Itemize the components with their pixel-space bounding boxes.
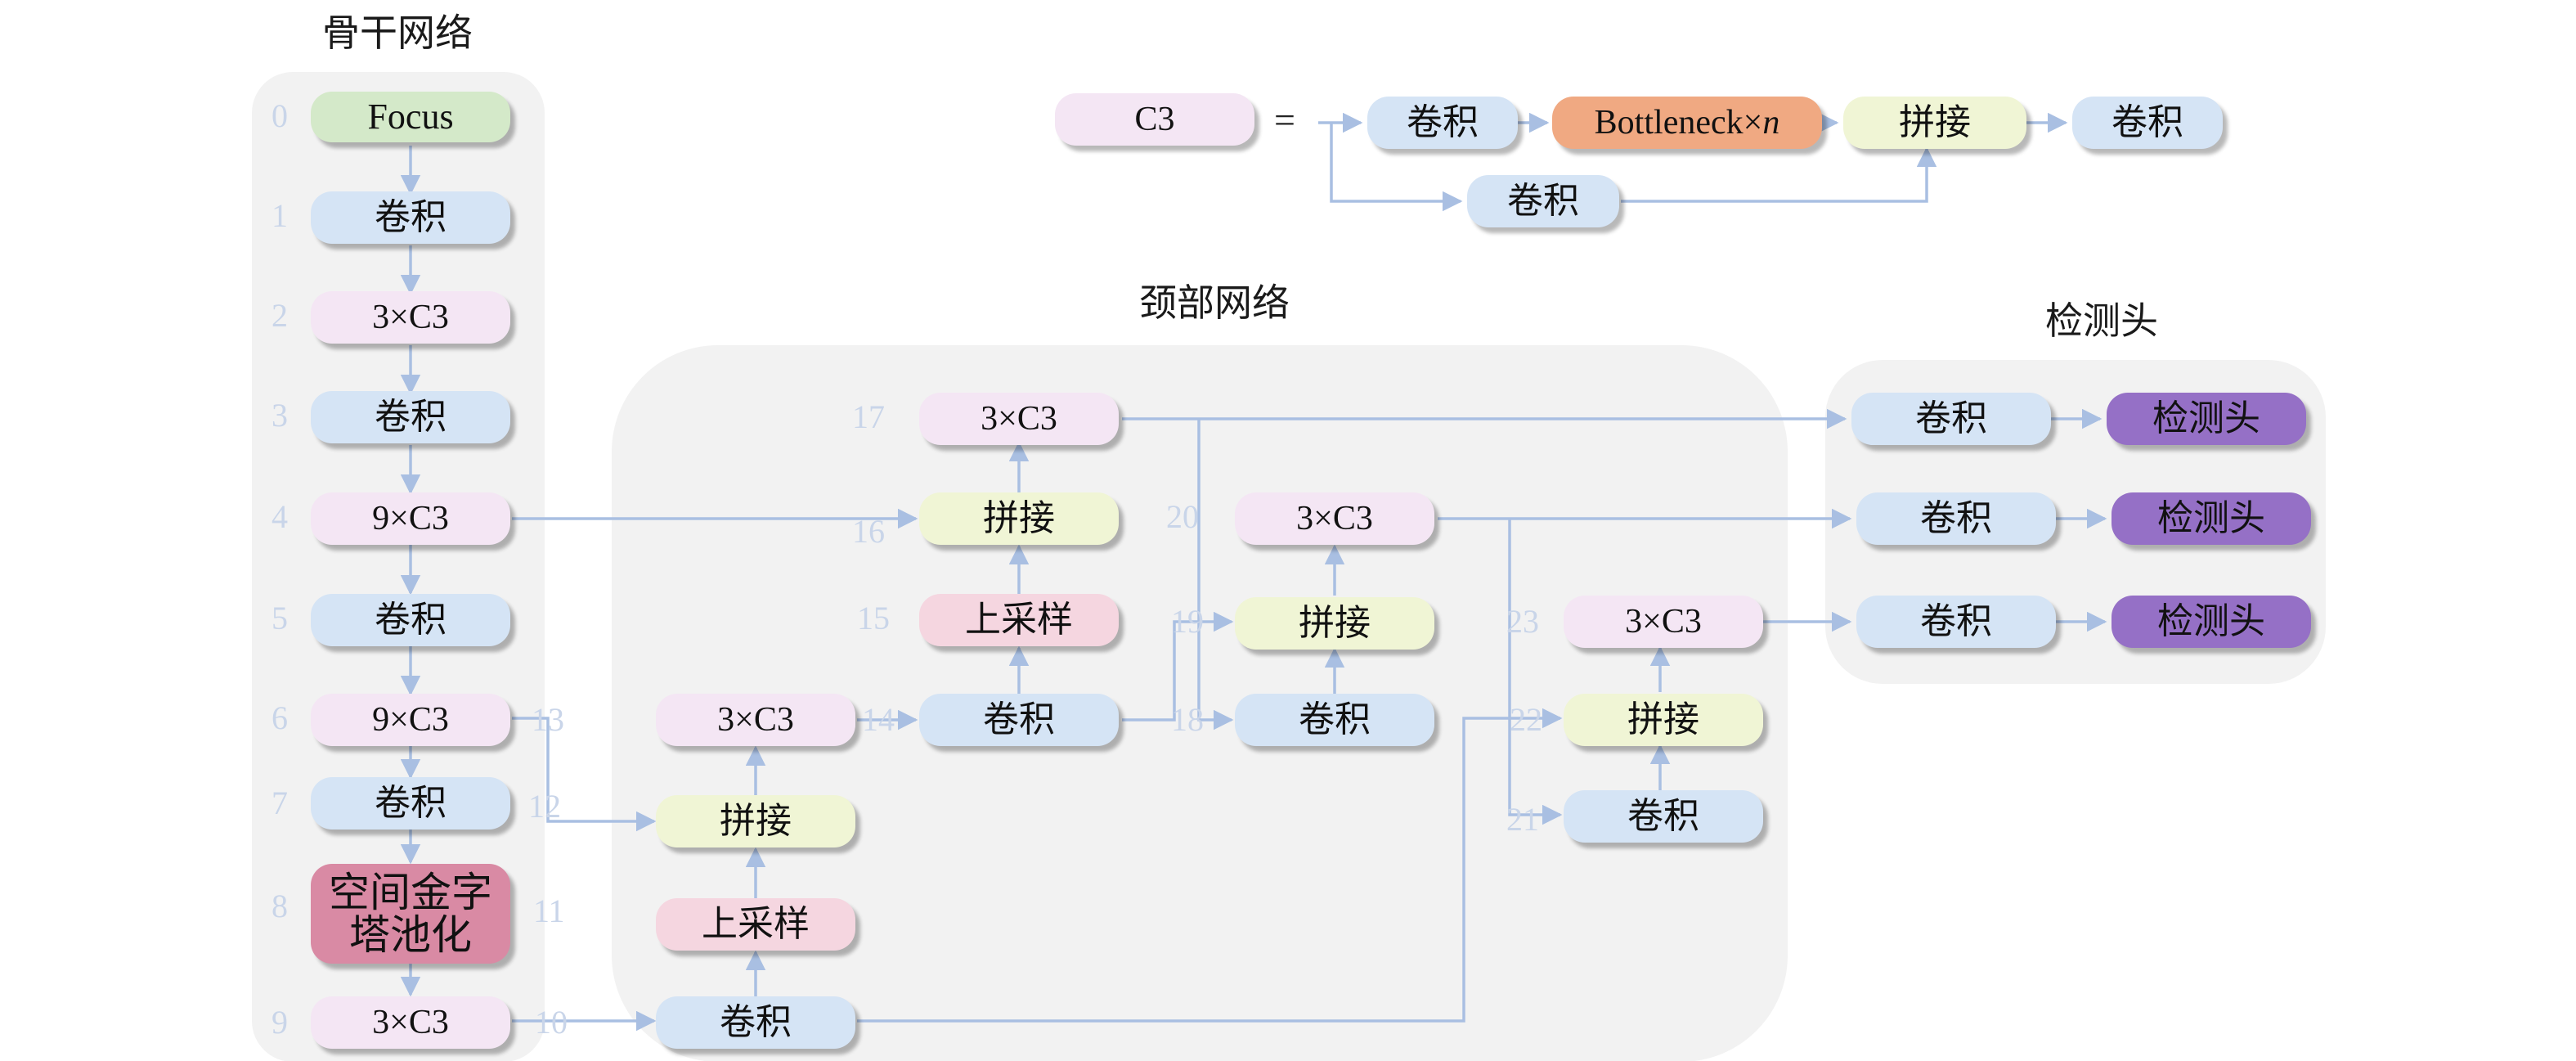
c3-block: 3×C3: [311, 291, 510, 344]
bottleneck-text: Bottleneck×: [1594, 103, 1763, 142]
neck-index-11: 11: [533, 892, 565, 929]
head-conv-block: 卷积: [1851, 393, 2051, 445]
head-conv-block: 卷积: [1856, 492, 2056, 545]
detect-block: 检测头: [2107, 393, 2306, 445]
detect-block: 检测头: [2112, 492, 2311, 545]
conv-block: 卷积: [311, 391, 510, 443]
conv-block: 卷积: [919, 694, 1119, 746]
neck-index-10: 10: [535, 1004, 568, 1041]
neck-index-22: 22: [1510, 701, 1542, 738]
upsample-block: 上采样: [656, 898, 855, 951]
c3-block: 9×C3: [311, 694, 510, 746]
neck-index-19: 19: [1171, 603, 1204, 640]
legend-conv-block-skip: 卷积: [1467, 175, 1619, 227]
neck-title: 颈部网络: [1139, 282, 1290, 324]
c3-block: 3×C3: [1235, 492, 1434, 545]
backbone-index-8: 8: [272, 888, 288, 924]
conv-block: 卷积: [311, 777, 510, 829]
legend-edge-conv3-cat: [1621, 146, 1937, 203]
legend-bottleneck-block: Bottleneck×n: [1552, 97, 1822, 149]
legend-conv-block-out: 卷积: [2072, 97, 2223, 149]
conv-block: 卷积: [311, 594, 510, 646]
edge-6-12: [512, 717, 657, 832]
head-title: 检测头: [2045, 300, 2158, 342]
spp-label-line2: 塔池化: [349, 912, 472, 958]
backbone-index-9: 9: [272, 1004, 288, 1041]
concat-block: 拼接: [656, 795, 855, 847]
legend-concat-block: 拼接: [1843, 97, 2026, 149]
neck-index-23: 23: [1506, 603, 1539, 640]
neck-index-14: 14: [862, 701, 895, 738]
backbone-index-2: 2: [272, 297, 288, 334]
backbone-index-1: 1: [272, 197, 288, 234]
conv-block: 卷积: [656, 996, 855, 1049]
neck-index-21: 21: [1506, 801, 1539, 838]
concat-block: 拼接: [1235, 597, 1434, 650]
legend-equals: =: [1274, 99, 1295, 141]
neck-index-17: 17: [852, 398, 885, 435]
backbone-index-4: 4: [272, 498, 288, 535]
spp-label-line1: 空间金字: [329, 869, 492, 915]
c3-block: 3×C3: [919, 393, 1119, 445]
neck-index-15: 15: [857, 600, 890, 636]
backbone-title: 骨干网络: [322, 12, 473, 54]
concat-block: 拼接: [1564, 694, 1763, 746]
bottleneck-n: n: [1762, 103, 1780, 142]
edge-20-21: [1508, 519, 1563, 825]
edge-17-18: [1197, 419, 1234, 731]
concat-block: 拼接: [919, 492, 1119, 545]
neck-index-20: 20: [1166, 498, 1199, 535]
c3-block: 9×C3: [311, 492, 510, 545]
spp-block: 空间金字 塔池化: [311, 864, 510, 964]
backbone-index-7: 7: [272, 785, 288, 821]
legend-conv-block: 卷积: [1367, 97, 1518, 149]
backbone-index-3: 3: [272, 397, 288, 434]
c3-block: 3×C3: [311, 996, 510, 1049]
upsample-block: 上采样: [919, 594, 1119, 646]
legend-c3-block: C3: [1055, 93, 1254, 146]
conv-block: 卷积: [1235, 694, 1434, 746]
neck-index-18: 18: [1171, 701, 1204, 738]
backbone-index-0: 0: [272, 97, 288, 134]
backbone-index-6: 6: [272, 699, 288, 736]
c3-block: 3×C3: [656, 694, 855, 746]
c3-block: 3×C3: [1564, 596, 1763, 648]
detect-block: 检测头: [2112, 596, 2311, 648]
legend-edge-eq-conv3: [1330, 123, 1463, 212]
edge-14-19: [1122, 611, 1234, 722]
conv-block: 卷积: [1564, 790, 1763, 843]
conv-block: 卷积: [311, 191, 510, 244]
neck-index-12: 12: [528, 788, 561, 825]
edge-10-22: [857, 708, 1563, 1023]
head-conv-block: 卷积: [1856, 596, 2056, 648]
backbone-index-5: 5: [272, 600, 288, 636]
neck-index-13: 13: [532, 701, 564, 738]
neck-index-16: 16: [852, 513, 885, 550]
focus-block: Focus: [311, 92, 510, 142]
